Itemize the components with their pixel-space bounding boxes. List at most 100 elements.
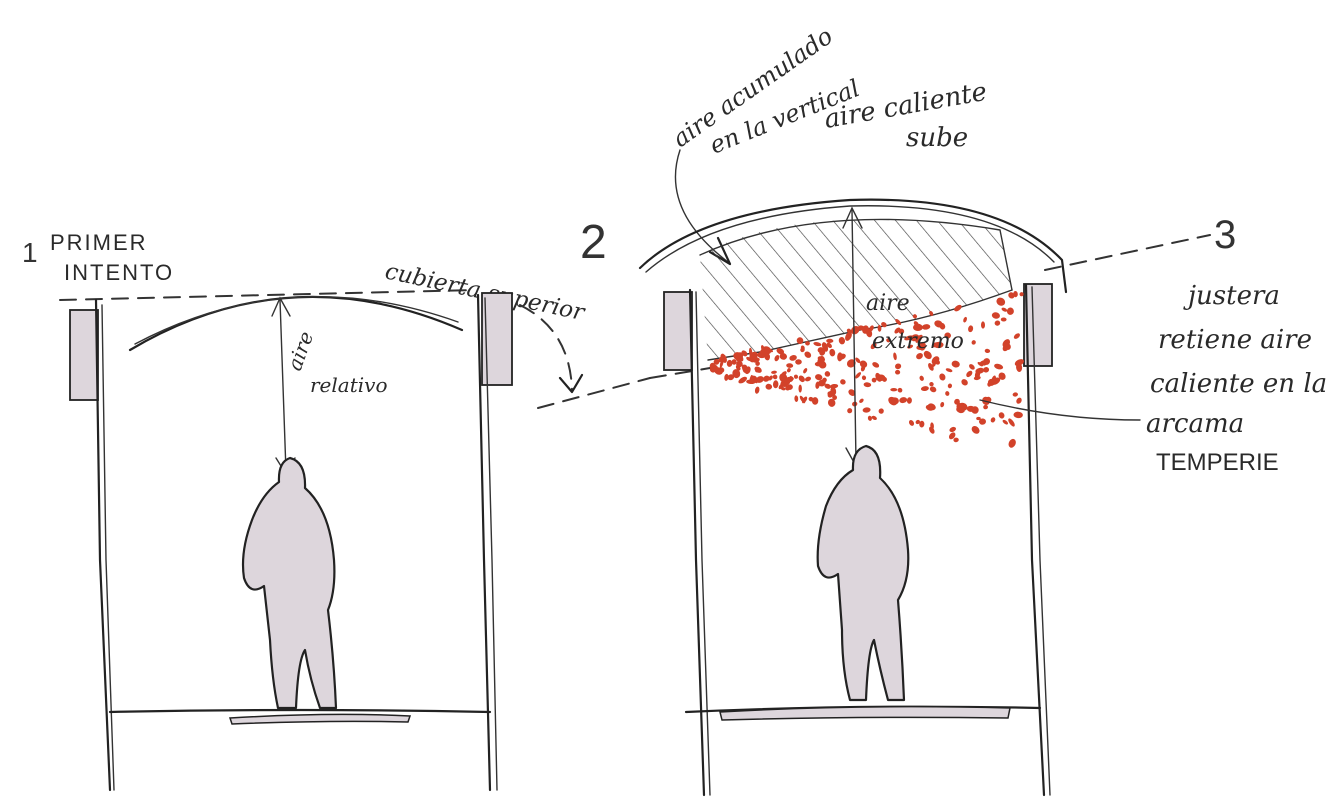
note-line-2: retiene aire — [1158, 325, 1312, 355]
extreme-air-label-line1: aire — [866, 291, 910, 316]
hot-air-dot — [799, 385, 802, 393]
hot-air-dot — [968, 363, 976, 371]
hot-air-dot — [899, 396, 908, 403]
hot-air-dot — [967, 325, 973, 333]
left-sketch: 1 PRIMER INTENTO cubierta superior aire … — [22, 230, 650, 790]
hot-air-dot — [847, 408, 853, 414]
hot-air-dot — [990, 416, 996, 423]
hot-air-dot — [991, 312, 1000, 320]
hot-air-dot — [862, 407, 870, 413]
hot-air-dot — [765, 383, 772, 390]
hot-air-dot — [863, 382, 871, 388]
hot-air-dot — [727, 360, 733, 367]
left-title-primer: PRIMER — [50, 230, 148, 255]
hot-air-dot — [786, 367, 791, 373]
hot-air-dot — [981, 321, 985, 328]
hot-air-dot — [984, 348, 990, 353]
hot-air-dot — [858, 398, 864, 404]
hot-air-dot — [839, 378, 846, 385]
hot-air-dot — [878, 408, 885, 415]
hot-air-dot — [871, 415, 878, 421]
hot-air-dot — [797, 374, 806, 383]
left-post-left-b — [102, 305, 114, 790]
hot-air-dot — [1001, 317, 1007, 321]
hot-air-dot — [994, 320, 1001, 327]
hot-air-dot — [960, 378, 969, 387]
hot-air-dot — [951, 360, 961, 369]
hot-air-dot — [786, 363, 793, 368]
hot-air-dot — [938, 373, 946, 382]
left-number: 1 — [22, 237, 38, 268]
hot-air-dot — [965, 370, 974, 379]
hot-air-dot — [973, 375, 981, 380]
hot-air-dot — [971, 339, 977, 345]
hot-air-dot — [945, 367, 953, 373]
hot-air-dot — [1007, 417, 1016, 427]
hot-air-dot — [963, 316, 968, 323]
hot-air-dot — [813, 341, 822, 347]
hot-air-dot — [1013, 332, 1021, 340]
hot-air-dot — [947, 383, 952, 389]
hot-air-dot — [754, 386, 760, 394]
hot-air-dot — [1007, 307, 1014, 315]
hot-air-dot — [1015, 397, 1023, 405]
hot-air-dot — [829, 348, 836, 356]
hot-air-dot — [907, 397, 912, 404]
left-air-label-line2: relativo — [310, 373, 388, 397]
right-number-2: 2 — [580, 216, 607, 269]
left-title-intento: INTENTO — [64, 260, 174, 285]
hot-air-dot — [919, 375, 925, 382]
hot-air-dot — [928, 381, 934, 387]
hot-air-dot — [983, 405, 988, 410]
hot-air-dot — [890, 388, 897, 391]
hot-air-dot — [862, 375, 867, 380]
left-top-dashed-line — [60, 290, 475, 300]
right-dashed-line-3 — [1045, 235, 1210, 270]
hot-air-dot — [824, 370, 832, 378]
hot-air-dot — [953, 437, 959, 443]
hot-air-dot — [949, 426, 957, 433]
hot-air-label-line2: sube — [906, 123, 968, 153]
hot-air-dot — [929, 385, 938, 393]
hot-air-dot — [871, 361, 880, 369]
hot-air-dot — [894, 363, 902, 370]
hot-air-dot — [867, 415, 872, 421]
left-floor — [110, 710, 490, 712]
hot-air-dot — [995, 296, 1007, 307]
hot-air-dot — [724, 374, 729, 382]
left-air-arrow — [280, 300, 286, 472]
right-sketch: 2 3 aire acumulado en la vertical aire c… — [580, 22, 1327, 795]
hot-air-dot — [773, 380, 779, 388]
right-left-panel — [664, 292, 692, 370]
hot-air-dot — [812, 397, 818, 405]
hot-air-dot — [826, 339, 833, 343]
hot-air-dot — [998, 411, 1006, 419]
hot-air-dot — [772, 374, 778, 380]
left-floor-shadow — [230, 714, 410, 724]
hot-air-dot — [945, 391, 950, 396]
right-person-figure — [818, 446, 909, 700]
hot-air-dot — [993, 363, 1003, 371]
hot-air-dot — [774, 354, 781, 362]
hot-air-dot — [895, 370, 901, 375]
right-number-3: 3 — [1214, 213, 1236, 257]
hot-air-dot — [803, 350, 812, 359]
hot-air-dot — [1001, 307, 1008, 313]
hot-air-dot — [1012, 392, 1018, 397]
hot-air-dot — [921, 386, 930, 392]
hot-air-dot — [802, 367, 808, 374]
hot-air-dot — [794, 395, 798, 402]
left-air-label-line1: aire — [282, 328, 318, 374]
note-line-1: justera — [1183, 281, 1280, 311]
hot-air-dot — [940, 402, 945, 408]
hot-air-dot — [838, 336, 846, 345]
left-person-figure — [243, 458, 336, 708]
left-side-panel — [70, 310, 98, 400]
hot-air-dot — [908, 419, 915, 427]
hot-air-dot — [970, 424, 981, 435]
hot-air-dot — [794, 374, 799, 379]
extreme-air-label-line2: extremo — [872, 329, 964, 354]
note-line-3: caliente en la — [1150, 369, 1327, 399]
hot-air-dot — [1002, 419, 1009, 426]
hot-air-dot — [795, 359, 802, 365]
